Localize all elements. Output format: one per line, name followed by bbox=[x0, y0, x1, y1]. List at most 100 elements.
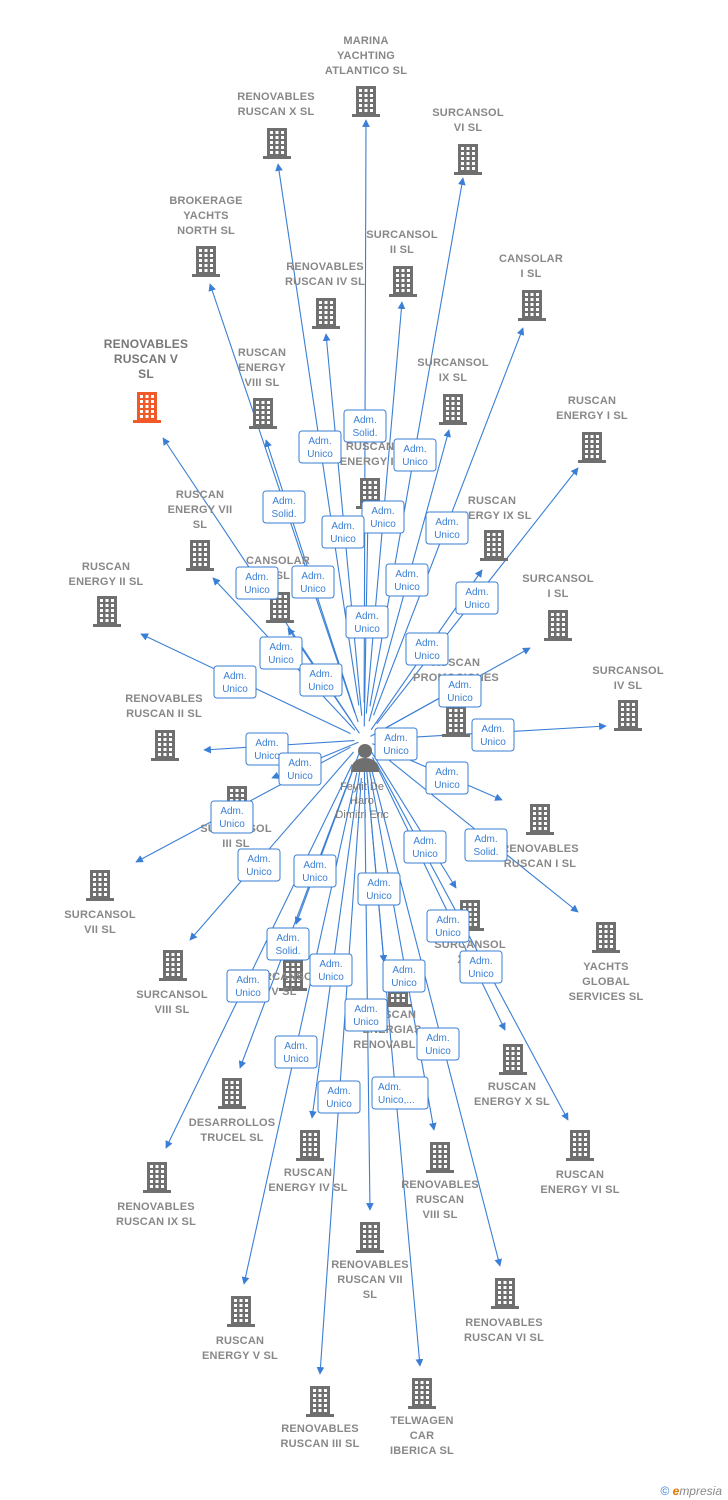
role-badge-ruscan-energy-viii[interactable]: Adm.Unico bbox=[291, 565, 335, 599]
role-text-line: Unico bbox=[354, 624, 380, 635]
role-badge-ruscan-energy-vii[interactable]: Adm.Unico bbox=[259, 636, 303, 670]
role-badge-ruscan-promociones[interactable]: Adm.Unico bbox=[471, 718, 515, 752]
role-badge-renovables-ruscan-iv[interactable]: Adm.Unico bbox=[321, 515, 365, 549]
role-badge-renovables-ruscan-ii[interactable]: Adm.Unico bbox=[245, 732, 289, 766]
role-badge-renovables-ruscan-ix[interactable]: Adm.Unico bbox=[382, 959, 426, 993]
role-text-line: Unico bbox=[326, 1099, 352, 1110]
role-badge-surcansol-viii[interactable]: Adm.Unico bbox=[293, 854, 337, 888]
role-text-line: Adm. bbox=[395, 569, 418, 580]
role-badge-cansolar-ii[interactable]: Adm.Unico bbox=[299, 663, 343, 697]
building-icon bbox=[249, 398, 277, 429]
role-badge-yachts-global-services[interactable]: Adm.Solid. bbox=[464, 828, 508, 862]
role-badge-surcansol-iv[interactable]: Adm.Unico bbox=[374, 727, 418, 761]
role-badge-surcansol-ii[interactable]: Adm.Unico bbox=[361, 500, 405, 534]
role-text-line: Unico bbox=[480, 737, 506, 748]
role-text-line: Adm. bbox=[301, 571, 324, 582]
role-text-line: Unico bbox=[366, 891, 392, 902]
edge-ruscan-energy-iv bbox=[309, 762, 362, 1119]
role-badge-brokerage-yachts-north[interactable]: Adm.Solid. bbox=[262, 490, 306, 524]
role-badge-renovables-ruscan-x[interactable]: Adm.Unico bbox=[298, 430, 342, 464]
role-badge-surcansol-ix[interactable]: Adm.Unico bbox=[385, 563, 429, 597]
role-badge-marina-yachting-atlantico[interactable]: Adm.Solid. bbox=[343, 409, 387, 443]
role-badge-ruscan-energy-ix[interactable]: Adm.Unico bbox=[405, 632, 449, 666]
role-text-line: Adm. bbox=[223, 671, 246, 682]
role-badge-surcansol-iii[interactable]: Adm.Unico bbox=[278, 752, 322, 786]
role-badge-renovables-ruscan-vi[interactable]: Adm.Unico bbox=[416, 1027, 460, 1061]
building-icon bbox=[159, 950, 187, 981]
role-badge-cansolar-i[interactable]: Adm.Unico bbox=[425, 511, 469, 545]
role-badge-ruscan-energy-ii[interactable]: Adm.Unico bbox=[213, 665, 257, 699]
company-label-line: ENERGY II SL bbox=[69, 576, 144, 588]
role-badge-renovables-ruscan-viii[interactable]: Adm.Unico bbox=[309, 953, 353, 987]
role-text-line: Adm. bbox=[469, 956, 492, 967]
role-badge-renovables-ruscan-vii[interactable]: Adm.Unico bbox=[344, 998, 388, 1032]
role-badge-ruscan-energy-vi[interactable]: Adm.Unico bbox=[226, 969, 270, 1003]
role-badge-surcansol-x[interactable]: Adm.Unico bbox=[403, 830, 447, 864]
role-badge-ruscan-energy-v[interactable]: Adm.Unico bbox=[274, 1035, 318, 1069]
role-badge-ruscan-energy-x[interactable]: Adm.Unico bbox=[426, 909, 470, 943]
role-text-line: Adm. bbox=[392, 965, 415, 976]
company-label-line: RENOVABLES bbox=[501, 843, 579, 855]
role-badge-telwagen-car-iberica[interactable]: Adm.Unico,... bbox=[371, 1076, 429, 1110]
role-text-line: Adm. bbox=[403, 444, 426, 455]
role-text-line: Solid. bbox=[271, 509, 296, 520]
role-text-line: Unico bbox=[302, 873, 328, 884]
role-text-line: Adm. bbox=[331, 521, 354, 532]
company-label-line: ENERGY V SL bbox=[202, 1350, 278, 1362]
role-badge-surcansol-vii[interactable]: Adm.Unico bbox=[210, 800, 254, 834]
role-text-line: Adm. bbox=[269, 642, 292, 653]
brand-logo-letter: e bbox=[672, 1484, 680, 1498]
role-badge-ruscan-energy-i[interactable]: Adm.Unico bbox=[455, 581, 499, 615]
role-badge-renovables-ruscan-i[interactable]: Adm.Unico bbox=[425, 761, 469, 795]
role-badge-surcansol-vi[interactable]: Adm.Unico bbox=[393, 438, 437, 472]
role-badge-renovables-ruscan-v[interactable]: Adm.Unico bbox=[235, 566, 279, 600]
footer-brand[interactable]: © empresia bbox=[660, 1484, 722, 1498]
person-node[interactable]: Feytit De Haro Dimitri Eric bbox=[335, 744, 389, 821]
role-badge-surcansol-v[interactable]: Adm.Unico bbox=[237, 848, 281, 882]
role-text-line: Unico bbox=[434, 530, 460, 541]
company-label-line: RUSCAN bbox=[238, 347, 286, 359]
company-label-line: RENOVABLES bbox=[104, 337, 188, 351]
role-badge-surcansol-i[interactable]: Adm.Unico bbox=[438, 674, 482, 708]
role-badge-ruscan-energy-iii[interactable]: Adm.Unico bbox=[345, 605, 389, 639]
role-badge-renovables-ruscan-iii[interactable]: Adm.Unico bbox=[317, 1080, 361, 1114]
role-badge-ruscan-energy-iv[interactable]: Adm.Unico bbox=[459, 950, 503, 984]
company-label-line: ENERGY VII bbox=[168, 504, 233, 516]
role-badge-desarrollos-trucel[interactable]: Adm.Solid. bbox=[266, 927, 310, 961]
company-label-line: YACHTS bbox=[583, 961, 628, 973]
role-badge-energias-renovables[interactable]: Adm.Unico bbox=[357, 872, 401, 906]
